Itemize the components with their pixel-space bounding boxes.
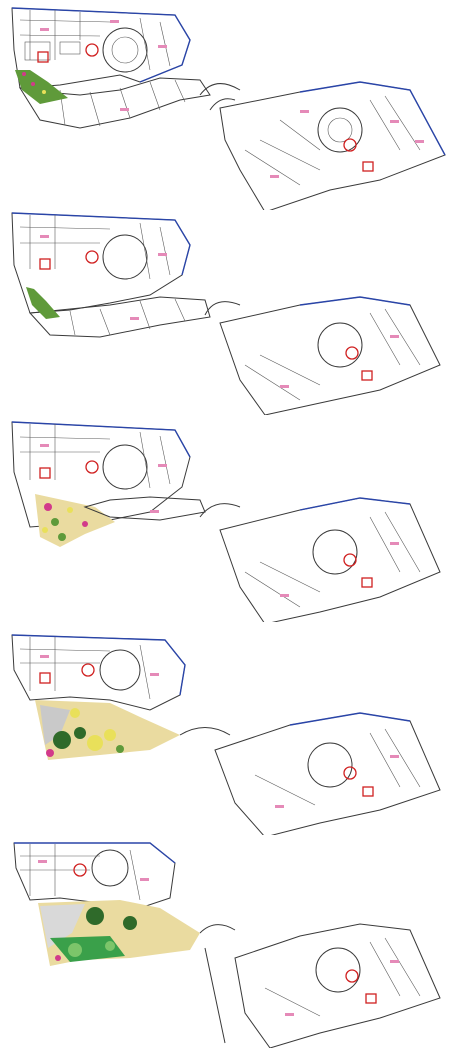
stair-marker-icon — [343, 553, 357, 567]
garden-strip — [26, 287, 60, 319]
stair-marker-icon — [85, 43, 99, 57]
rotunda — [99, 649, 141, 691]
stair-marker-icon — [345, 969, 359, 983]
room-tag-icon — [40, 235, 399, 388]
stair-marker-icon — [345, 346, 359, 360]
floor-plan-drawing — [11, 7, 446, 210]
stair-marker-icon — [73, 863, 87, 877]
fan-wing-west — [28, 296, 211, 338]
floor-plan-sheet-2 — [0, 205, 451, 415]
stair-marker-icon — [362, 786, 374, 797]
connector-arc — [199, 503, 241, 518]
room-tag-icon — [38, 860, 399, 1016]
garden-court — [35, 494, 115, 547]
building-outline-east — [219, 497, 441, 622]
stair-marker-icon — [365, 993, 377, 1004]
building-outline-west — [11, 634, 186, 711]
site-boundary — [11, 7, 191, 83]
connector-arc — [199, 924, 236, 1044]
floor-plan-drawing — [13, 842, 441, 1048]
stair-marker-icon — [85, 250, 99, 264]
stair-marker-icon — [361, 370, 373, 381]
stair-marker-icon — [37, 51, 49, 63]
rotunda — [102, 444, 148, 490]
building-outline-west — [13, 842, 176, 909]
floor-plan-sheet-1 — [0, 0, 451, 210]
floor-plan-drawing — [11, 212, 441, 415]
rotunda — [102, 234, 148, 280]
rotunda — [91, 849, 129, 887]
stair-marker-icon — [343, 138, 357, 152]
fan-wing-west — [18, 77, 211, 129]
garden-strip — [15, 70, 68, 104]
stair-marker-icon — [39, 258, 51, 270]
stair-marker-icon — [39, 672, 51, 684]
floor-plan-drawing — [11, 634, 441, 835]
connector-arc — [204, 301, 241, 316]
stair-marker-icon — [361, 577, 373, 588]
floor-plan-sheet-4 — [0, 625, 451, 835]
fan-wing-west — [83, 496, 206, 521]
room-tag-icon — [40, 20, 424, 178]
stair-marker-icon — [85, 460, 99, 474]
floor-plan-drawing — [11, 421, 441, 622]
connector-arc — [199, 83, 241, 111]
building-outline-east — [219, 81, 446, 210]
room-tag-icon — [40, 444, 399, 597]
floor-plan-sheet-5 — [0, 838, 451, 1048]
connector-arc — [179, 727, 231, 736]
stair-marker-icon — [39, 467, 51, 479]
stair-marker-icon — [362, 161, 374, 172]
stair-marker-icon — [81, 663, 95, 677]
rotunda — [102, 27, 148, 73]
stair-marker-icon — [343, 766, 357, 780]
room-tag-icon — [40, 655, 399, 808]
floor-plan-sheet-3 — [0, 412, 451, 622]
building-outline-east — [234, 923, 441, 1048]
building-outline-east — [214, 712, 441, 835]
building-outline-east — [219, 296, 441, 415]
